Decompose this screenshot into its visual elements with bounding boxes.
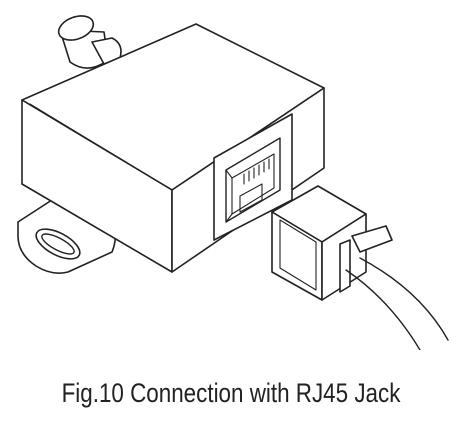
rj45-plug bbox=[271, 185, 449, 351]
knob-icon bbox=[57, 15, 122, 69]
figure-caption: Fig.10 Connection with RJ45 Jack bbox=[61, 378, 401, 408]
device-illustration bbox=[17, 15, 449, 351]
rj45-port bbox=[213, 113, 293, 241]
